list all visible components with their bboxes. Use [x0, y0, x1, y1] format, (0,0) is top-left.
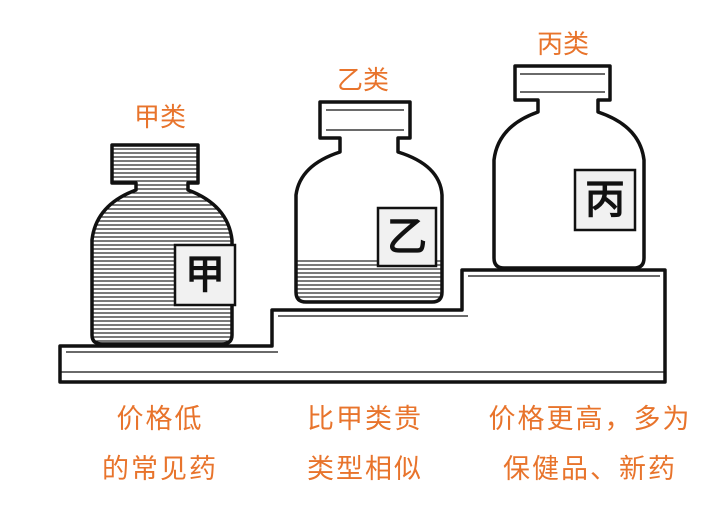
category-b-title: 乙类 — [336, 66, 389, 96]
category-a-title: 甲类 — [133, 103, 186, 133]
category-b-desc-line2: 类型相似 — [307, 454, 423, 485]
jar-b-body — [294, 100, 444, 304]
staircase-platform — [58, 268, 667, 384]
jar-a — [90, 143, 237, 346]
jar-b — [294, 100, 444, 304]
jar-c-body — [492, 64, 646, 270]
jar-c — [492, 64, 646, 270]
jar-b-label-plate — [376, 206, 438, 268]
category-c-desc-line2: 保健品、新药 — [503, 454, 677, 485]
category-b-desc-line1: 比甲类贵 — [307, 404, 423, 435]
jar-b-tag: 乙 — [387, 214, 427, 260]
category-b-description: 比甲类贵 类型相似 — [245, 395, 485, 495]
jar-c-tag: 丙 — [585, 177, 625, 223]
category-a-description: 价格低 的常见药 — [40, 395, 280, 495]
category-a-desc-line1: 价格低 — [116, 404, 204, 435]
category-c-desc-line1: 价格更高，多为 — [488, 404, 692, 435]
jar-a-tag: 甲 — [185, 252, 225, 298]
category-c-description: 价格更高，多为 保健品、新药 — [470, 395, 710, 495]
category-a-desc-line2: 的常见药 — [102, 454, 218, 485]
jar-c-label-plate — [573, 168, 637, 232]
jar-a-label-plate — [173, 243, 237, 307]
category-c-title: 丙类 — [536, 30, 589, 60]
